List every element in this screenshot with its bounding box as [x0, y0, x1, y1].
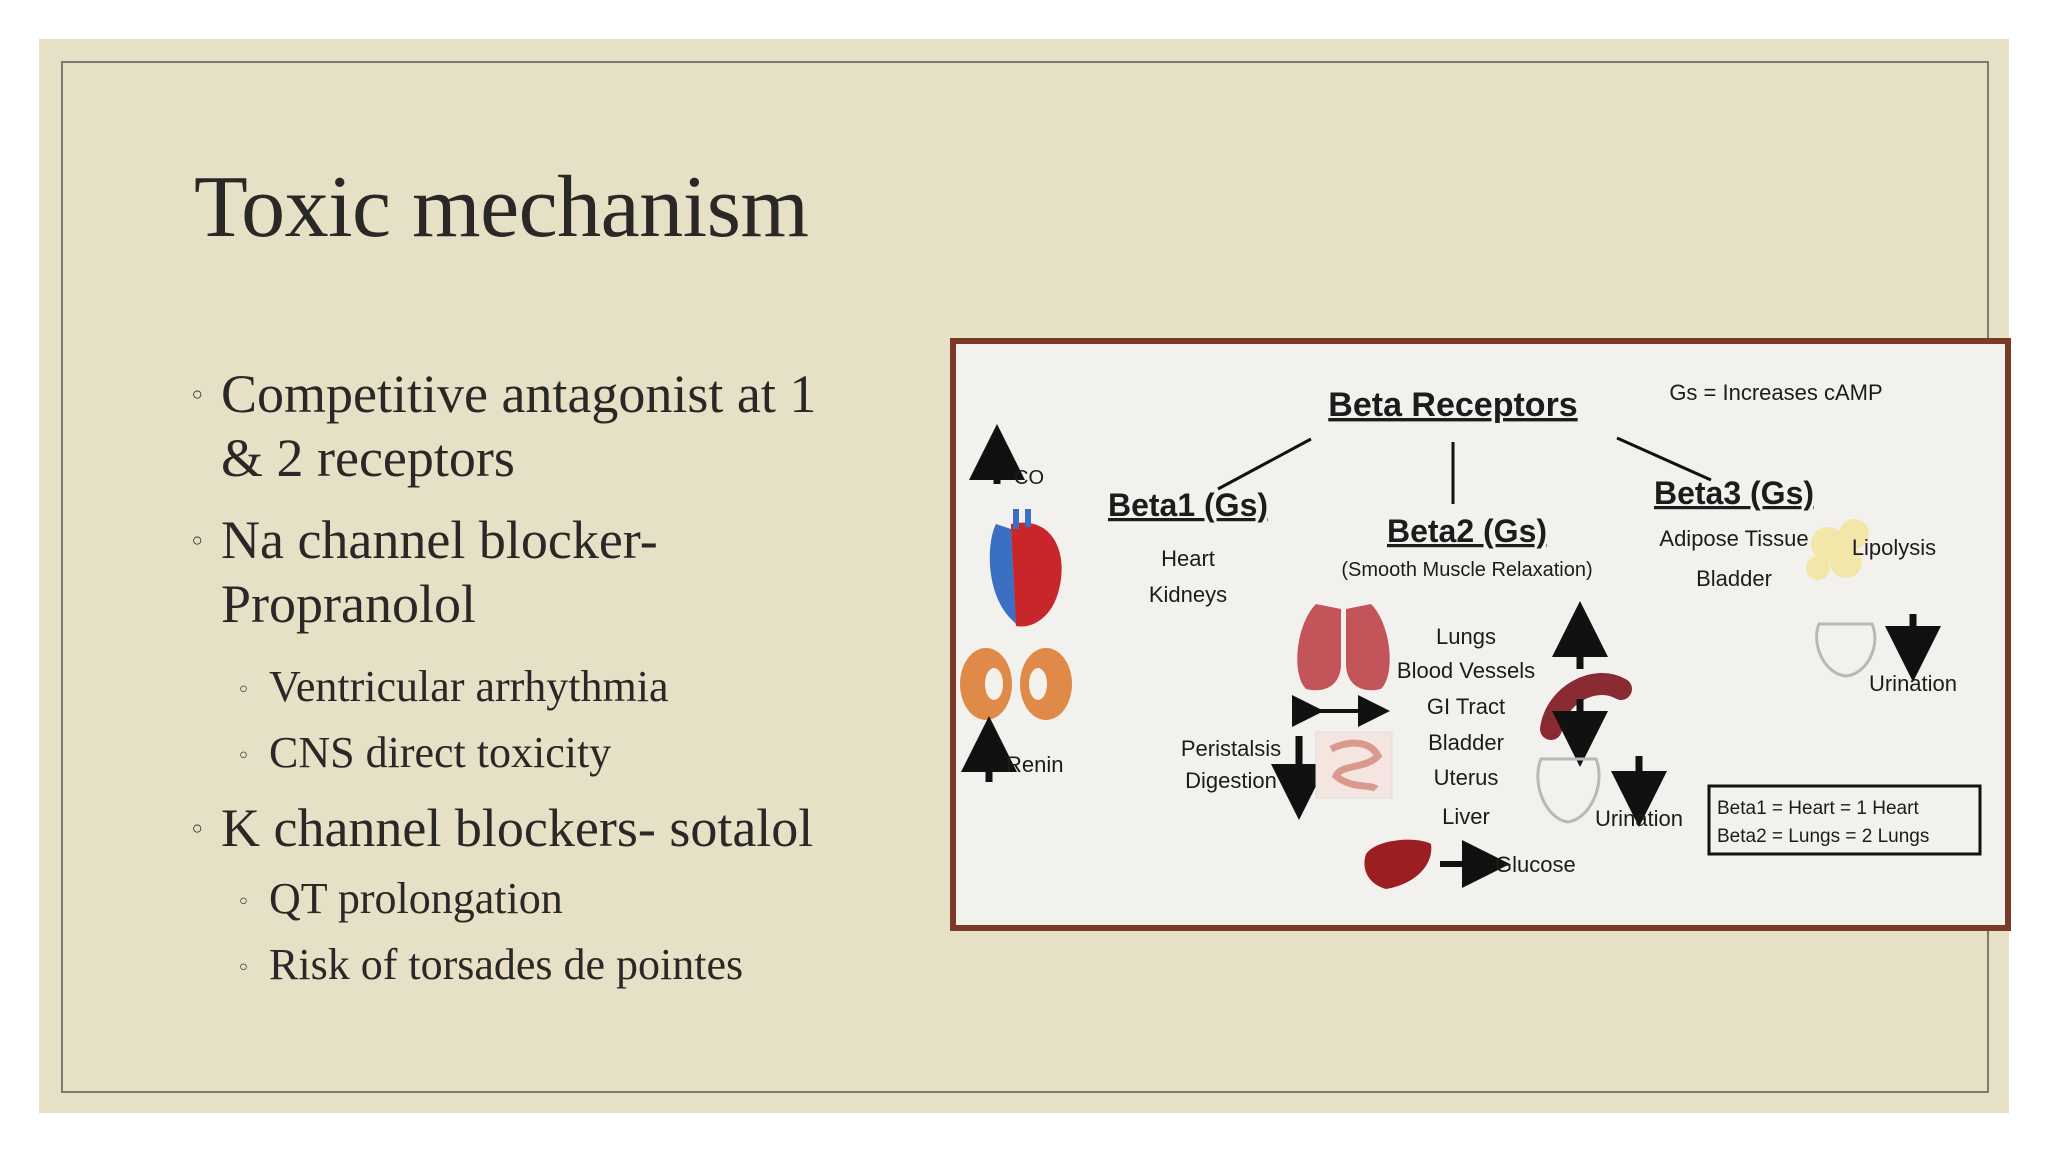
- legend-line-1: Beta1 = Heart = 1 Heart: [1717, 798, 1919, 819]
- beta3-target-bladder: Bladder: [1696, 566, 1772, 591]
- bullet-list: ◦ Competitive antagonist at 1 & 2 recept…: [189, 362, 909, 998]
- bullet-text: Competitive antagonist at 1: [221, 364, 817, 424]
- sub-bullet-text: QT prolongation: [269, 874, 563, 923]
- co-label: CO: [1014, 467, 1044, 489]
- urination-label-b2: Urination: [1595, 806, 1683, 831]
- bullet-item: ◦ Na channel blocker- Propranolol: [189, 508, 909, 636]
- beta-receptors-diagram: Beta Receptors Gs = Increases cAMP Beta1…: [956, 344, 2005, 925]
- bullet-text-cont: Propranolol: [221, 574, 476, 634]
- sub-bullet-text: CNS direct toxicity: [269, 728, 612, 777]
- bullet-item: ◦ K channel blockers- sotalol: [189, 796, 909, 860]
- beta3-target-adipose: Adipose Tissue: [1659, 526, 1808, 551]
- bullet-marker: ◦: [237, 678, 250, 703]
- glucose-label: Glucose: [1495, 852, 1576, 877]
- sub-bullet-item: ◦ QT prolongation: [189, 866, 909, 932]
- beta-receptors-figure: Beta Receptors Gs = Increases cAMP Beta1…: [950, 338, 2011, 931]
- heart-icon: [989, 509, 1062, 627]
- bullet-text-cont: & 2 receptors: [221, 428, 515, 488]
- sub-bullet-item: ◦ Ventricular arrhythmia: [189, 654, 909, 720]
- fat-cells-icon: [1806, 519, 1869, 580]
- liver-icon: [1364, 839, 1432, 889]
- legend-box: [1707, 784, 1982, 856]
- lipolysis-label: Lipolysis: [1852, 535, 1936, 560]
- bullet-text: K channel blockers- sotalol: [221, 798, 814, 858]
- slide-title: Toxic mechanism: [194, 159, 809, 256]
- gs-note: Gs = Increases cAMP: [1669, 380, 1882, 405]
- bullet-marker: ◦: [237, 890, 250, 915]
- beta1-label: Beta1 (Gs): [1108, 487, 1268, 523]
- renin-label: Renin: [1006, 752, 1063, 777]
- sub-bullet-text: Ventricular arrhythmia: [269, 662, 669, 711]
- slide: Toxic mechanism ◦ Competitive antagonist…: [39, 39, 2011, 1113]
- beta2-target-lungs: Lungs: [1436, 624, 1496, 649]
- connector-beta3: [1616, 436, 1712, 482]
- connector-beta1: [1217, 437, 1312, 491]
- digestion-label: Digestion: [1185, 768, 1277, 793]
- bullet-marker: ◦: [189, 813, 206, 846]
- figure-title: Beta Receptors: [1328, 386, 1577, 424]
- lungs-icon: [1297, 604, 1390, 691]
- bladder-icon: [1536, 757, 1601, 824]
- gi-tract-icon: [1315, 731, 1393, 799]
- sub-bullet-item: ◦ CNS direct toxicity: [189, 720, 909, 786]
- beta2-target-gi-tract: GI Tract: [1427, 694, 1505, 719]
- bullet-marker: ◦: [189, 525, 206, 558]
- beta2-target-uterus: Uterus: [1434, 765, 1499, 790]
- kidney-icon: [960, 648, 1072, 720]
- beta3-label: Beta3 (Gs): [1654, 475, 1814, 511]
- urination-label-b3: Urination: [1869, 671, 1957, 696]
- beta1-target-kidneys: Kidneys: [1149, 582, 1227, 607]
- sub-bullet-text: Risk of torsades de pointes: [269, 940, 744, 989]
- beta1-target-heart: Heart: [1161, 546, 1215, 571]
- beta2-subtitle: (Smooth Muscle Relaxation): [1341, 559, 1592, 581]
- peristalsis-label: Peristalsis: [1181, 736, 1281, 761]
- bullet-marker: ◦: [237, 744, 250, 769]
- legend-line-2: Beta2 = Lungs = 2 Lungs: [1717, 826, 1929, 847]
- beta2-target-bladder: Bladder: [1428, 730, 1504, 755]
- beta2-target-blood-vessels: Blood Vessels: [1397, 658, 1535, 683]
- bullet-marker: ◦: [237, 956, 250, 981]
- bullet-text: Na channel blocker-: [221, 510, 658, 570]
- bullet-marker: ◦: [189, 379, 206, 412]
- beta2-target-liver: Liver: [1442, 804, 1490, 829]
- bullet-item: ◦ Competitive antagonist at 1 & 2 recept…: [189, 362, 909, 490]
- sub-bullet-item: ◦ Risk of torsades de pointes: [189, 932, 909, 998]
- beta2-label: Beta2 (Gs): [1387, 513, 1547, 549]
- bladder-icon: [1815, 622, 1877, 678]
